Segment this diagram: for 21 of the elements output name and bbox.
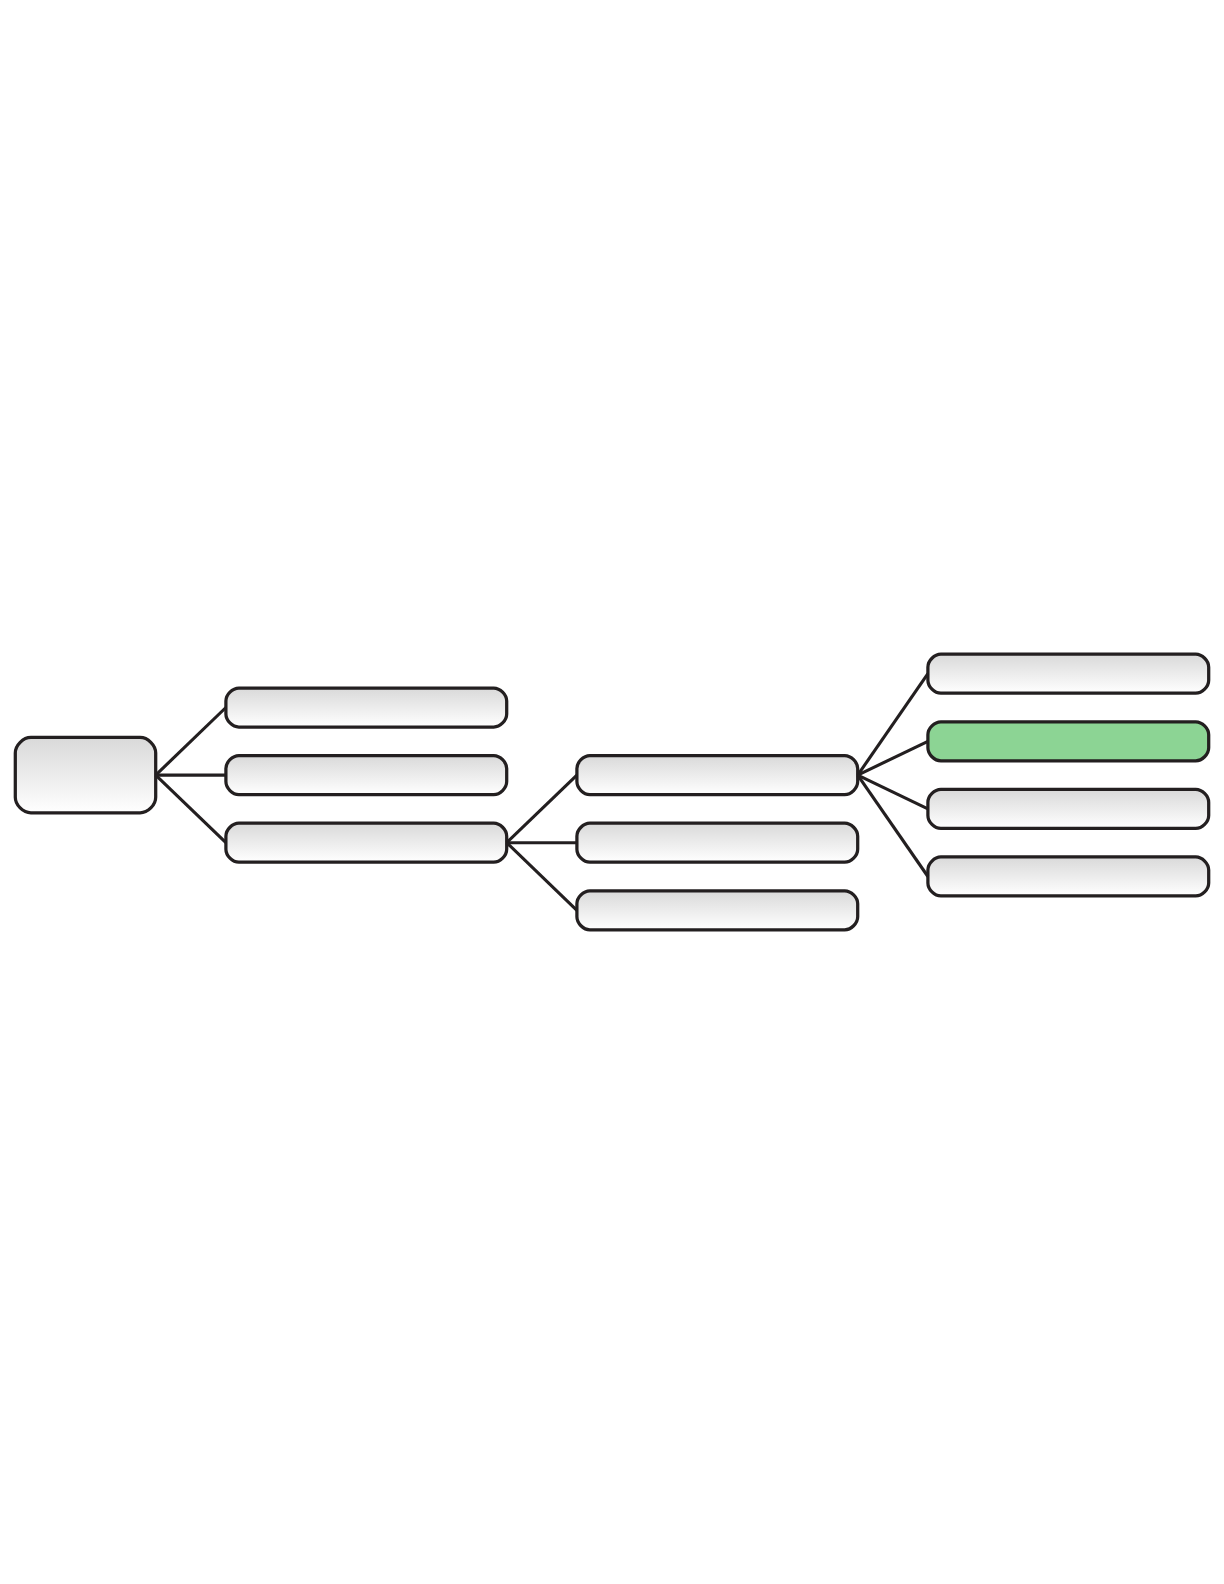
connector (155, 773, 226, 777)
node-box (575, 889, 860, 932)
connector (856, 672, 930, 776)
connector (857, 773, 929, 811)
node-box (575, 753, 860, 797)
node-box (926, 855, 1211, 898)
node-box (575, 821, 860, 864)
node-box (224, 821, 509, 864)
node-box (926, 652, 1211, 695)
node-box (926, 720, 1211, 763)
connector (505, 773, 578, 844)
connector (505, 841, 578, 912)
connector (506, 841, 577, 845)
node-box (224, 753, 509, 797)
node-box (13, 735, 158, 815)
connector (857, 739, 929, 777)
node-box (926, 787, 1211, 831)
connector (856, 774, 930, 878)
node-box (224, 686, 509, 729)
connector (154, 773, 227, 844)
connector (154, 706, 227, 777)
